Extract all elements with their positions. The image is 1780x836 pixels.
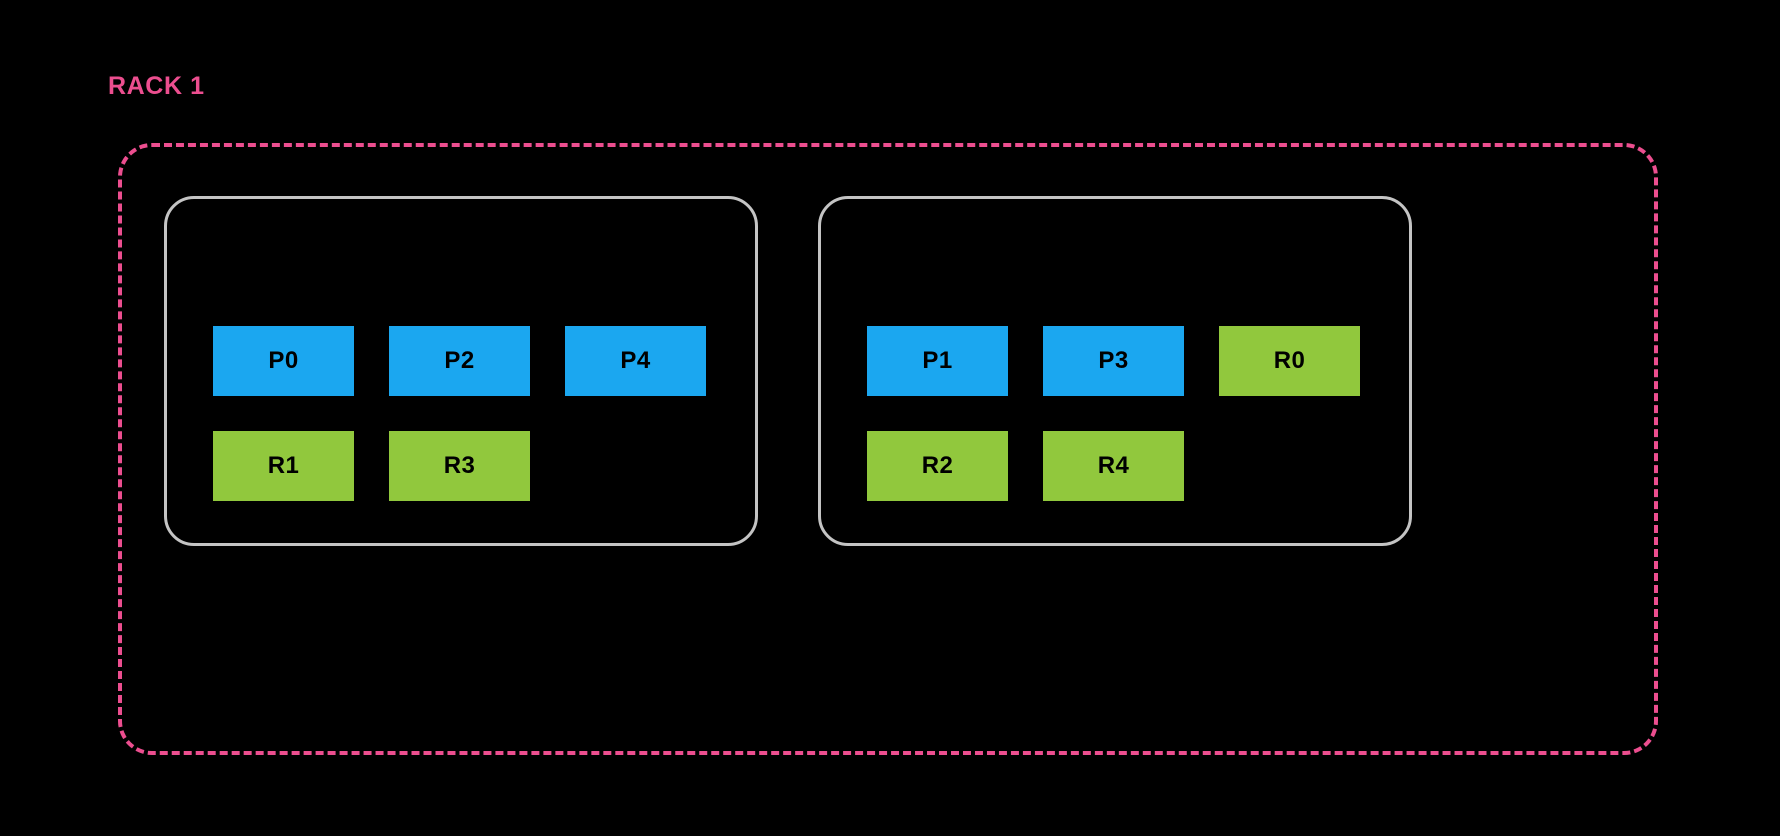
cell-label: R3 [443,452,476,479]
cell-label: P1 [922,347,953,374]
cell-r4[interactable]: R4 [1043,431,1184,501]
cell-label: P3 [1098,347,1129,374]
cell-r3[interactable]: R3 [389,431,530,501]
cell-p4[interactable]: P4 [565,326,706,396]
cell-label: P0 [268,347,299,374]
cell-label: R1 [267,452,300,479]
cell-p3[interactable]: P3 [1043,326,1184,396]
cell-r1[interactable]: R1 [213,431,354,501]
broker-0-replica-row: R1 R3 [213,431,755,501]
cell-p2[interactable]: P2 [389,326,530,396]
cell-p1[interactable]: P1 [867,326,1008,396]
cell-label: R4 [1097,452,1130,479]
rack-boundary [118,143,1658,755]
cell-p0[interactable]: P0 [213,326,354,396]
cell-label: R2 [921,452,954,479]
broker-0-partition-row: P0 P2 P4 [213,326,755,396]
cell-label: P4 [620,347,651,374]
cell-label: R0 [1273,347,1306,374]
broker-container-1: P1 P3 R0 R2 R4 [818,196,1412,546]
rack-label: RACK 1 [108,72,205,100]
broker-1-partition-row: P1 P3 R0 [867,326,1409,396]
broker-container-0: P0 P2 P4 R1 R3 [164,196,758,546]
cell-r0[interactable]: R0 [1219,326,1360,396]
cell-label: P2 [444,347,475,374]
broker-1-replica-row: R2 R4 [867,431,1409,501]
cell-r2[interactable]: R2 [867,431,1008,501]
